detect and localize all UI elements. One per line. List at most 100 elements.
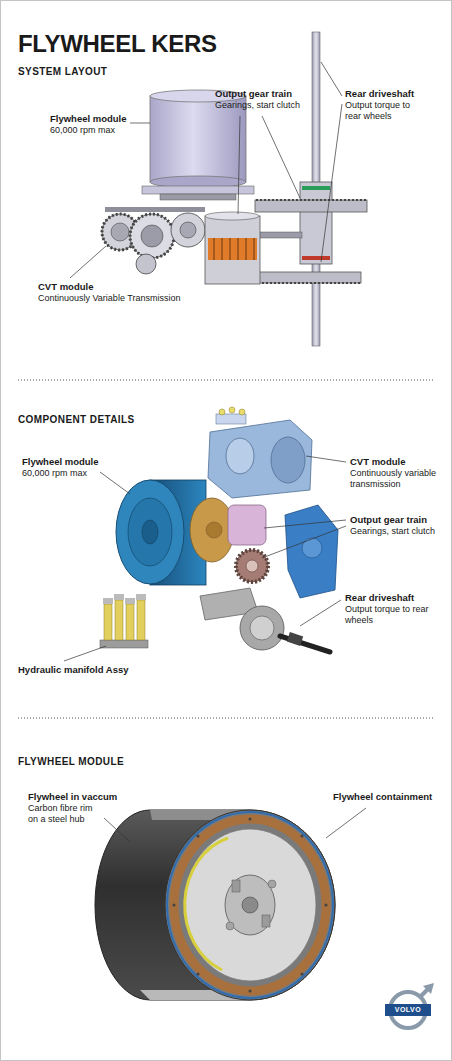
flywheel-cutaway <box>301 973 304 976</box>
flywheel-cutaway <box>95 810 335 1000</box>
leader-line <box>70 246 106 278</box>
callout-title: Output gear train <box>350 514 427 525</box>
flywheel-cutaway <box>197 973 200 976</box>
system-layout-drawing <box>205 212 259 220</box>
system-layout-drawing <box>160 194 236 200</box>
leader-line <box>104 808 366 842</box>
callout-note: 60,000 rpm max <box>50 125 115 136</box>
leader-line <box>321 104 342 262</box>
callout-note: Continuously variable transmission <box>350 468 445 490</box>
system-layout-drawing <box>171 213 205 247</box>
system-layout-drawing <box>142 186 254 194</box>
component-details-drawing <box>271 437 305 483</box>
section-heading: SYSTEM LAYOUT <box>18 66 107 78</box>
callout-title: Flywheel in vaccum <box>28 791 117 802</box>
flywheel-cutaway <box>185 838 228 970</box>
flywheel-cutaway <box>249 818 252 821</box>
flywheel-cutaway <box>174 819 326 991</box>
component-details-drawing <box>287 632 303 646</box>
system-layout-drawing <box>256 199 366 201</box>
system-layout-drawing <box>180 222 196 238</box>
system-layout-drawing <box>246 282 360 284</box>
component-details-drawing <box>226 438 254 474</box>
system-layout-drawing <box>214 238 254 260</box>
component-details-drawing <box>136 594 146 600</box>
callout-title: Output gear train <box>215 88 292 99</box>
system-layout-drawing <box>105 207 205 212</box>
volvo-logo <box>385 983 434 1028</box>
component-details-drawing <box>236 550 268 582</box>
component-details-drawing <box>285 505 338 598</box>
flywheel-cutaway <box>165 810 335 1000</box>
component-details-drawing <box>142 520 158 544</box>
component-details-drawing <box>239 409 245 415</box>
component-details-drawing <box>302 538 322 558</box>
flywheel-cutaway <box>167 812 333 998</box>
component-details-drawing <box>228 505 266 545</box>
component-details-drawing <box>216 414 246 424</box>
system-layout-drawing <box>214 238 215 260</box>
component-details-drawing <box>229 407 235 413</box>
flywheel-cutaway <box>184 829 316 981</box>
system-layout-drawing <box>238 238 239 260</box>
callout-note: Gearings, start clutch <box>215 100 300 111</box>
component-details-drawing <box>126 604 134 640</box>
leader-line <box>64 456 346 661</box>
leader-line <box>262 526 346 558</box>
system-layout-drawing <box>254 238 255 260</box>
component-details-drawing <box>240 606 284 650</box>
flywheel-cutaway <box>173 818 328 993</box>
dotted-separator <box>18 718 434 719</box>
volvo-logo <box>423 983 434 994</box>
system-layout-drawing <box>130 214 174 258</box>
leader-line <box>70 62 342 278</box>
system-layout-drawing <box>258 232 302 238</box>
logo-text: VOLVO <box>385 1004 431 1016</box>
component-details-drawing <box>125 598 135 604</box>
callout-title: Hydraulic manifold Assy <box>18 664 129 675</box>
system-layout-drawing <box>300 182 332 264</box>
component-details-drawing <box>115 600 123 640</box>
component-details-drawing <box>219 409 225 415</box>
system-layout-drawing <box>246 238 247 260</box>
leader-line <box>64 646 106 661</box>
component-details-drawing <box>104 604 112 640</box>
component-details-drawing <box>100 407 338 652</box>
leader-line <box>321 62 342 96</box>
callout-title: Flywheel containment <box>333 791 432 802</box>
system-layout-drawing <box>255 200 367 212</box>
system-layout-drawing <box>141 225 163 247</box>
leader-line <box>326 808 366 838</box>
component-details-drawing <box>100 640 148 648</box>
callout-title: CVT module <box>350 456 405 467</box>
callout-note: Continuously Variable Transmission <box>38 293 180 304</box>
callout-title: Rear driveshaft <box>345 592 414 603</box>
flywheel-cutaway <box>226 922 234 930</box>
section-heading: COMPONENT DETAILS <box>18 414 135 426</box>
component-details-drawing <box>114 594 124 600</box>
flywheel-cutaway <box>242 897 258 913</box>
flywheel-cutaway <box>301 835 304 838</box>
callout-note: Gearings, start clutch <box>350 526 435 537</box>
leader-line <box>300 600 341 626</box>
flywheel-cutaway <box>249 990 252 993</box>
callout-note: Carbon fibre rim on a steel hub <box>28 803 103 825</box>
flywheel-cutaway <box>197 835 200 838</box>
flywheel-cutaway <box>232 880 240 892</box>
component-details-drawing <box>246 560 258 572</box>
dotted-separator <box>18 380 434 718</box>
volvo-logo <box>420 989 428 997</box>
component-details-drawing <box>236 550 268 582</box>
callout-title: Flywheel module <box>22 456 99 467</box>
callout-title: Rear driveshaft <box>345 88 414 99</box>
flywheel-cutaway <box>95 810 335 1000</box>
component-details-drawing <box>280 636 330 652</box>
component-details-drawing <box>208 420 312 498</box>
component-details-drawing <box>128 498 172 566</box>
flywheel-cutaway <box>225 875 275 935</box>
flywheel-cutaway <box>173 904 176 907</box>
component-details-drawing <box>190 498 234 562</box>
system-layout-drawing <box>130 214 174 258</box>
